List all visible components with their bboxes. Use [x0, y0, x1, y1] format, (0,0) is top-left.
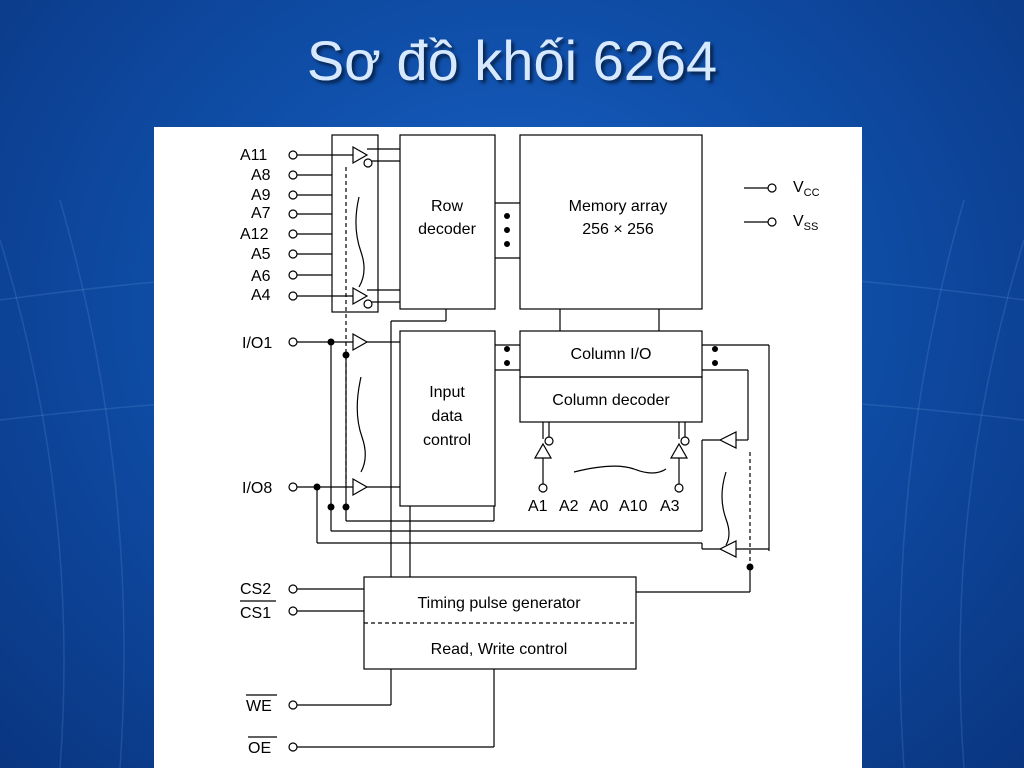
input-data-control-label-3: control [423, 432, 471, 449]
pin-label-a5: A5 [251, 246, 271, 263]
pin-label-a4: A4 [251, 287, 271, 304]
pin-label-a9: A9 [251, 187, 271, 204]
column-decoder-label: Column decoder [552, 392, 670, 409]
input-data-control-label-2: data [431, 408, 462, 425]
address-buffer-top [352, 145, 369, 165]
column-pin-label-a2: A2 [559, 498, 579, 515]
row-decoder-block [399, 134, 496, 310]
pin-label-a7: A7 [251, 205, 271, 222]
read-write-control-label: Read, Write control [431, 641, 568, 658]
block-diagram: A11 A8 A9 A7 A12 A5 A6 A4 I/O1 I/O8 CS2 … [240, 134, 820, 757]
block-diagram-panel: A11 A8 A9 A7 A12 A5 A6 A4 I/O1 I/O8 CS2 … [154, 127, 862, 768]
slide-title: Sơ đồ khối 6264 [306, 29, 718, 92]
input-data-control-label-1: Input [429, 384, 465, 401]
pin-label-a11: A11 [240, 147, 267, 164]
memory-array-label-2: 256 × 256 [582, 221, 654, 238]
column-pin-label-a10: A10 [619, 498, 648, 515]
column-address-buffer-right [669, 442, 689, 459]
address-buffer-bottom [352, 286, 369, 306]
pin-label-io1: I/O1 [242, 335, 272, 352]
row-decoder-label-2: decoder [418, 221, 476, 238]
pin-label-io8: I/O8 [242, 480, 272, 497]
column-pin-label-a0: A0 [589, 498, 609, 515]
bus-dots [313, 213, 754, 571]
pin-label-a6: A6 [251, 268, 271, 285]
io1-input-buffer [352, 332, 369, 352]
column-pin-label-a1: A1 [528, 498, 548, 515]
pin-label-cs1: CS1 [240, 605, 271, 622]
input-data-control-block [399, 330, 496, 507]
column-decoder-block [519, 376, 703, 423]
column-io-label: Column I/O [571, 346, 652, 363]
memory-array-label-1: Memory array [569, 198, 668, 215]
pin-label-oe: OE [248, 740, 271, 757]
column-address-buffer-left [533, 442, 553, 459]
pin-label-a12: A12 [240, 226, 269, 243]
pin-label-a8: A8 [251, 167, 271, 184]
memory-array-block [519, 134, 703, 310]
address-buffer-box [331, 134, 379, 313]
column-pin-label-a3: A3 [660, 498, 680, 515]
row-decoder-label-1: Row [431, 198, 463, 215]
power-label-vss: VSS [793, 213, 818, 233]
pin-terminals [288, 150, 777, 752]
io8-output-buffer [718, 540, 737, 558]
power-label-vcc: VCC [793, 179, 820, 199]
io1-output-buffer [718, 431, 737, 449]
io8-input-buffer [352, 477, 369, 497]
pin-label-cs2: CS2 [240, 581, 271, 598]
pin-label-we: WE [246, 698, 272, 715]
address-pin-wires [295, 154, 353, 297]
timing-pulse-generator-label: Timing pulse generator [417, 595, 581, 612]
